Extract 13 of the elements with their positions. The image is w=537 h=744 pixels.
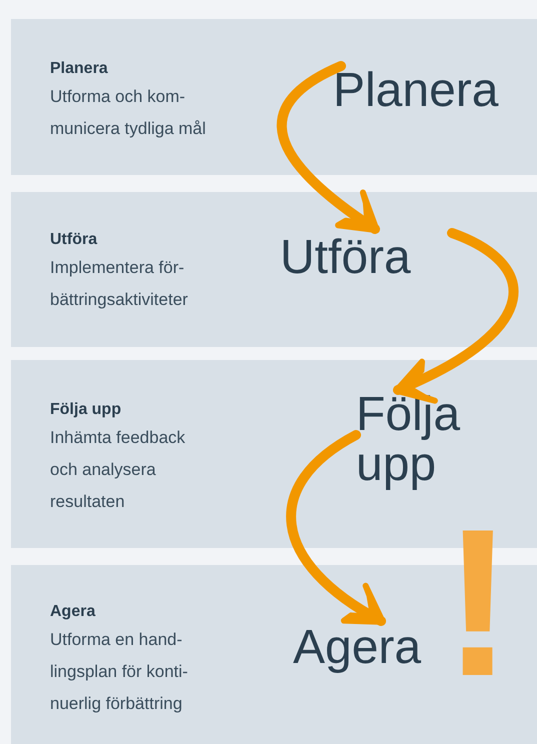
stage-word: Planera (333, 66, 537, 116)
stage-heading: Utföra (50, 230, 98, 250)
stage-band (11, 19, 537, 175)
stage-description: Utforma och kom- municera tydliga mål (50, 86, 207, 140)
stage-heading: Planera (50, 59, 109, 79)
stage-description: Inhämta feedback och analysera resultaten (50, 427, 186, 513)
stage-description: Implementera för- bättringsaktiviteter (50, 257, 189, 311)
stage-heading: Agera (50, 602, 96, 622)
stage-band (11, 192, 537, 347)
stage-heading: Följa upp (50, 400, 122, 420)
stage-description: Utforma en hand- lingsplan för konti- nuerlig förbättring (50, 629, 189, 715)
stage-word: Utföra (280, 233, 480, 284)
stage-word: Följa upp (356, 390, 496, 491)
